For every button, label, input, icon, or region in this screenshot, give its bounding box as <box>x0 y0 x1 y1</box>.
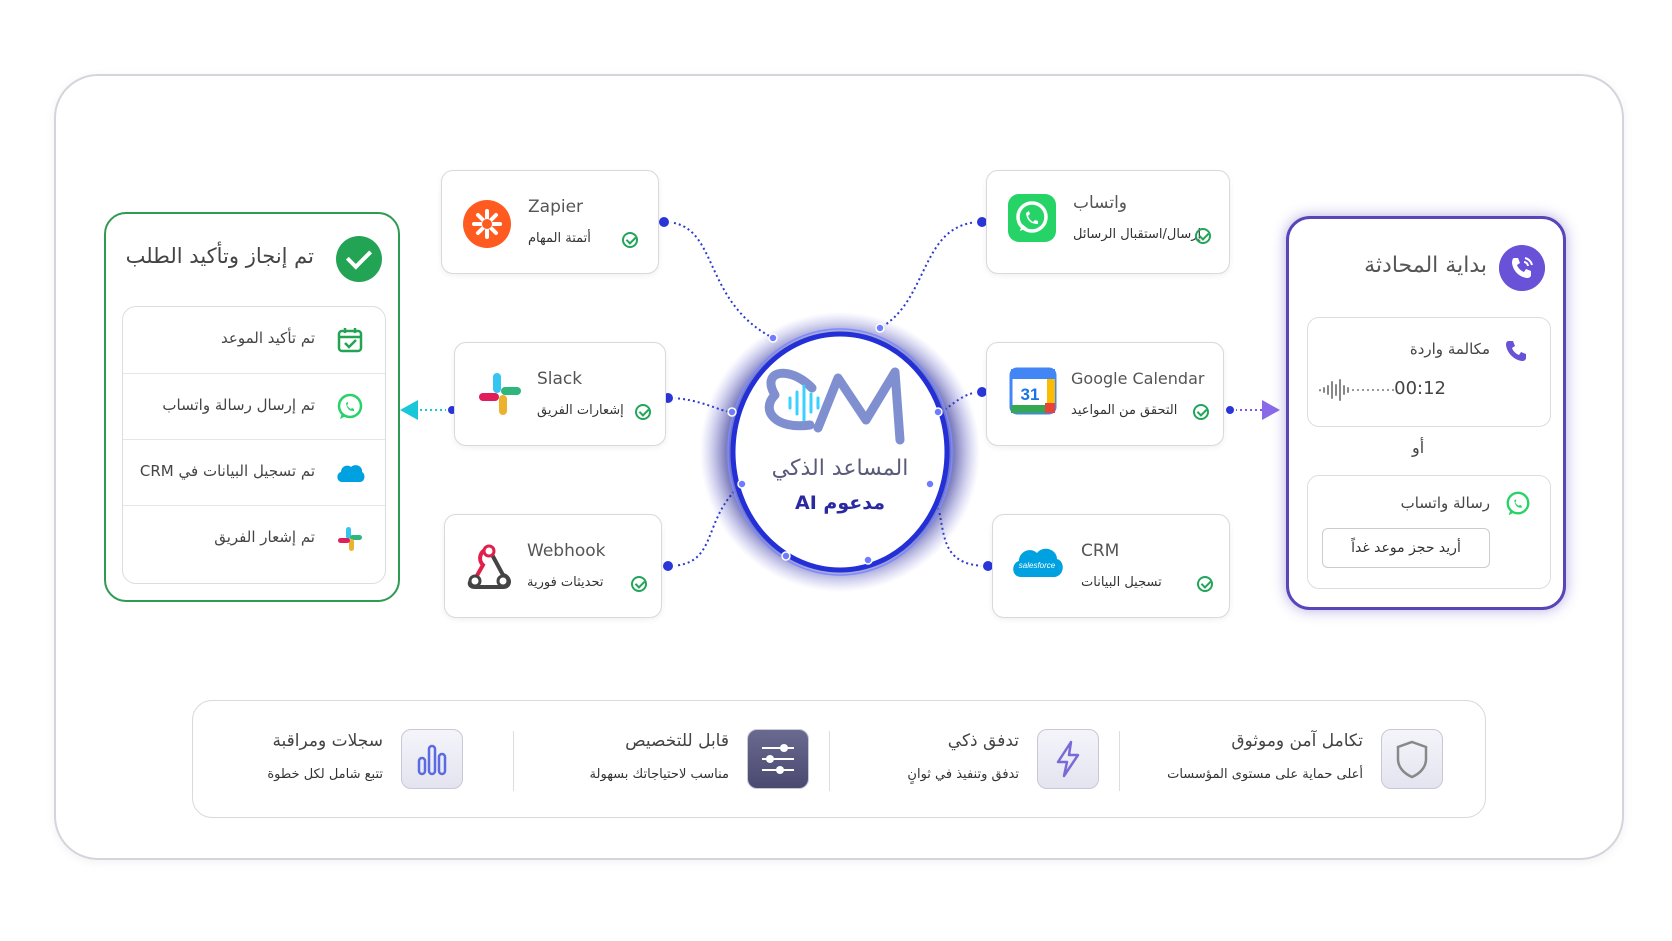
google-calendar-icon: 31 <box>1009 367 1057 415</box>
svg-text:salesforce: salesforce <box>1019 561 1056 570</box>
zapier-icon <box>463 200 511 248</box>
hub-title: المساعد الذكي <box>771 456 909 481</box>
salesforce-icon: salesforce <box>1013 548 1063 577</box>
list-item: تم إرسال رسالة واتساب <box>123 373 385 439</box>
message-bubble: أريد حجز موعد غداً <box>1322 528 1490 568</box>
integration-desc: تحديثات فورية <box>527 575 604 590</box>
arrow-left-icon <box>400 400 418 420</box>
integration-card-crm[interactable]: salesforce CRM تسجيل البيانات <box>992 514 1230 618</box>
phone-icon <box>1499 245 1545 291</box>
arrow-right-icon <box>1262 400 1280 420</box>
lightning-icon <box>1037 729 1099 789</box>
calendar-check-icon <box>337 328 363 353</box>
list-item-label: تم تأكيد الموعد <box>221 329 315 347</box>
feature-title: تدفق ذكي <box>947 731 1019 751</box>
start-title: بداية المحادثة <box>1364 253 1487 278</box>
shield-icon <box>1381 729 1443 789</box>
integration-name: Webhook <box>527 541 606 561</box>
list-item-label: تم تسجيل البيانات في CRM <box>139 462 315 480</box>
integration-desc: تسجيل البيانات <box>1081 575 1162 590</box>
conversation-start-panel: بداية المحادثة مكالمة واردة 00:12 رسالة … <box>1286 216 1566 610</box>
whatsapp-label: رسالة واتساب <box>1400 494 1490 512</box>
audio-waveform-icon <box>1319 379 1396 401</box>
or-separator: أو <box>1412 438 1425 457</box>
bar-chart-icon <box>401 729 463 789</box>
feature-subtitle: مناسب لاحتياجاتك بسهولة <box>589 767 729 782</box>
check-icon <box>1197 576 1213 592</box>
webhook-icon <box>467 544 511 589</box>
check-icon <box>622 232 638 248</box>
feature-subtitle: أعلى حماية على مستوى المؤسسات <box>1167 767 1363 782</box>
slack-icon <box>338 527 362 551</box>
hub-ring <box>730 331 950 573</box>
whatsapp-icon <box>1506 491 1530 516</box>
integration-card-slack[interactable]: Slack إشعارات الفريق <box>454 342 666 446</box>
list-item: تم إشعار الفريق <box>123 505 385 571</box>
whatsapp-icon <box>1008 194 1056 242</box>
whatsapp-icon <box>337 393 363 419</box>
wire-zapier <box>663 221 774 339</box>
wire-whatsapp <box>879 221 983 329</box>
integration-desc: إرسال/استقبال الرسائل <box>1073 227 1202 242</box>
cm-logo-icon <box>764 367 905 445</box>
integration-name: Slack <box>537 369 583 389</box>
integration-card-zapier[interactable]: Zapier أتمتة المهام <box>441 170 659 274</box>
salesforce-icon <box>337 465 365 482</box>
call-label: مكالمة واردة <box>1409 340 1490 358</box>
incoming-call-card[interactable]: مكالمة واردة 00:12 <box>1307 317 1551 427</box>
check-icon <box>631 576 647 592</box>
completion-panel: تم إنجاز وتأكيد الطلب تم تأكيد الموعد تم… <box>104 212 400 602</box>
svg-text:31: 31 <box>1021 385 1040 404</box>
sliders-icon <box>747 729 809 789</box>
feature-item: تكامل آمن وموثوق أعلى حماية على مستوى ال… <box>1143 701 1483 819</box>
integration-name: Google Calendar <box>1071 369 1205 388</box>
wire-slack <box>667 397 733 413</box>
integration-desc: التحقق من المواعيد <box>1071 403 1178 418</box>
call-timer: 00:12 <box>1394 378 1446 399</box>
feature-subtitle: تدفق وتنفيذ في ثوانٍ <box>907 767 1019 782</box>
list-item-label: تم إشعار الفريق <box>214 528 315 546</box>
feature-item: تدفق ذكي تدفق وتنفيذ في ثوانٍ <box>843 701 1119 819</box>
feature-item: قابل للتخصيص مناسب لاحتياجاتك بسهولة <box>513 701 829 819</box>
check-icon <box>1193 404 1209 420</box>
integration-card-webhook[interactable]: Webhook تحديثات فورية <box>444 514 662 618</box>
completion-list: تم تأكيد الموعد تم إرسال رسالة واتساب تم… <box>122 306 386 584</box>
soundwave-icon <box>788 384 820 422</box>
integration-card-whatsapp[interactable]: واتساب إرسال/استقبال الرسائل <box>986 170 1230 274</box>
phone-icon <box>1506 341 1526 361</box>
hub-subtitle: مدعوم AI <box>795 492 885 514</box>
integration-card-google-calendar[interactable]: 31 Google Calendar التحقق من المواعيد <box>986 342 1224 446</box>
feature-title: قابل للتخصيص <box>625 731 729 751</box>
slack-icon <box>479 373 521 415</box>
integration-desc: أتمتة المهام <box>528 231 591 246</box>
integration-name: واتساب <box>1073 193 1128 213</box>
whatsapp-message-card[interactable]: رسالة واتساب أريد حجز موعد غداً <box>1307 475 1551 589</box>
completion-title: تم إنجاز وتأكيد الطلب <box>125 244 314 268</box>
feature-title: سجلات ومراقبة <box>272 731 383 751</box>
list-item: تم تسجيل البيانات في CRM <box>123 439 385 505</box>
check-icon <box>1195 228 1211 244</box>
features-bar: تكامل آمن وموثوق أعلى حماية على مستوى ال… <box>192 700 1486 818</box>
integration-desc: إشعارات الفريق <box>537 403 624 418</box>
feature-subtitle: تتبع شامل لكل خطوة <box>267 767 383 782</box>
integration-name: CRM <box>1081 541 1120 561</box>
check-icon <box>635 404 651 420</box>
feature-title: تكامل آمن وموثوق <box>1231 731 1363 751</box>
integration-name: Zapier <box>528 197 584 217</box>
feature-item: سجلات ومراقبة تتبع شامل لكل خطوة <box>213 701 513 819</box>
list-item: تم تأكيد الموعد <box>123 307 385 373</box>
list-item-label: تم إرسال رسالة واتساب <box>162 396 315 414</box>
check-circle-icon <box>336 236 382 282</box>
